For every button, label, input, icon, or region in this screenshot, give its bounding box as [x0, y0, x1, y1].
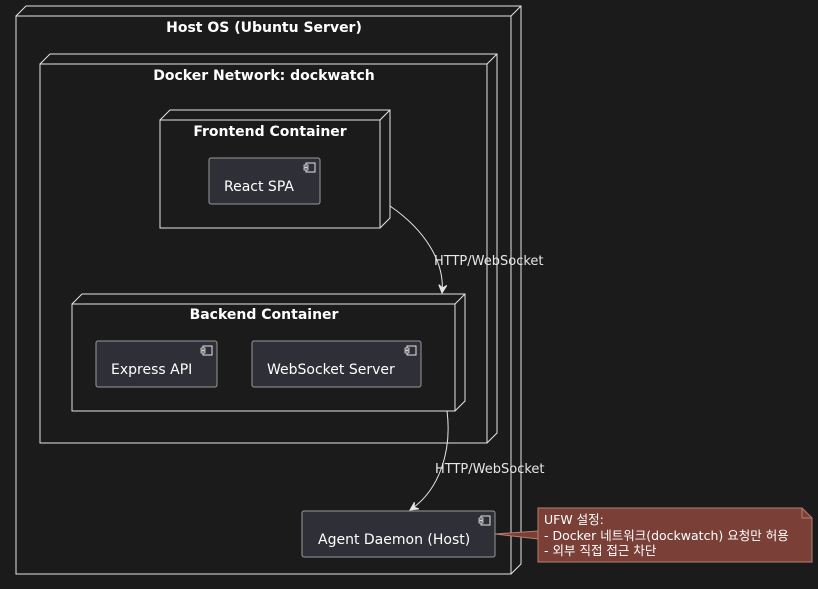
- backend-container-title: Backend Container: [190, 307, 339, 323]
- edge-frontend-to-backend: HTTP/WebSocket: [389, 205, 544, 293]
- docker-network-node: Docker Network: dockwatch: [39, 53, 498, 444]
- note-line-2: - Docker 네트워크(dockwatch) 요청만 허용: [544, 528, 789, 543]
- note-line-3: - 외부 직접 접근 차단: [544, 543, 657, 558]
- docker-network-title: Docker Network: dockwatch: [153, 68, 374, 84]
- ufw-note: UFW 설정: - Docker 네트워크(dockwatch) 요청만 허용 …: [494, 507, 813, 563]
- express-api-component: Express API: [95, 340, 218, 388]
- frontend-container-title: Frontend Container: [193, 124, 346, 140]
- edge-backend-to-agent: HTTP/WebSocket: [410, 410, 545, 510]
- websocket-server-label: WebSocket Server: [267, 362, 395, 378]
- react-spa-label: React SPA: [224, 179, 294, 195]
- component-icon: [303, 162, 316, 173]
- note-fold-corner: [801, 508, 812, 519]
- agent-daemon-component: Agent Daemon (Host): [301, 510, 496, 558]
- agent-daemon-label: Agent Daemon (Host): [318, 532, 470, 548]
- component-icon: [200, 345, 213, 356]
- component-icon: [404, 345, 417, 356]
- note-connector: [494, 530, 539, 540]
- websocket-server-component: WebSocket Server: [251, 340, 422, 388]
- edge-frontend-to-backend-label: HTTP/WebSocket: [434, 254, 544, 269]
- host-os-node: Host OS (Ubuntu Server): [15, 5, 522, 575]
- backend-container-node: Backend Container: [71, 293, 466, 412]
- host-os-title: Host OS (Ubuntu Server): [166, 20, 362, 36]
- edge-backend-to-agent-label: HTTP/WebSocket: [435, 462, 545, 477]
- express-api-label: Express API: [111, 362, 192, 378]
- component-icon: [478, 515, 491, 526]
- note-line-1: UFW 설정:: [544, 512, 604, 527]
- frontend-container-node: Frontend Container: [159, 109, 391, 229]
- react-spa-component: React SPA: [208, 157, 321, 205]
